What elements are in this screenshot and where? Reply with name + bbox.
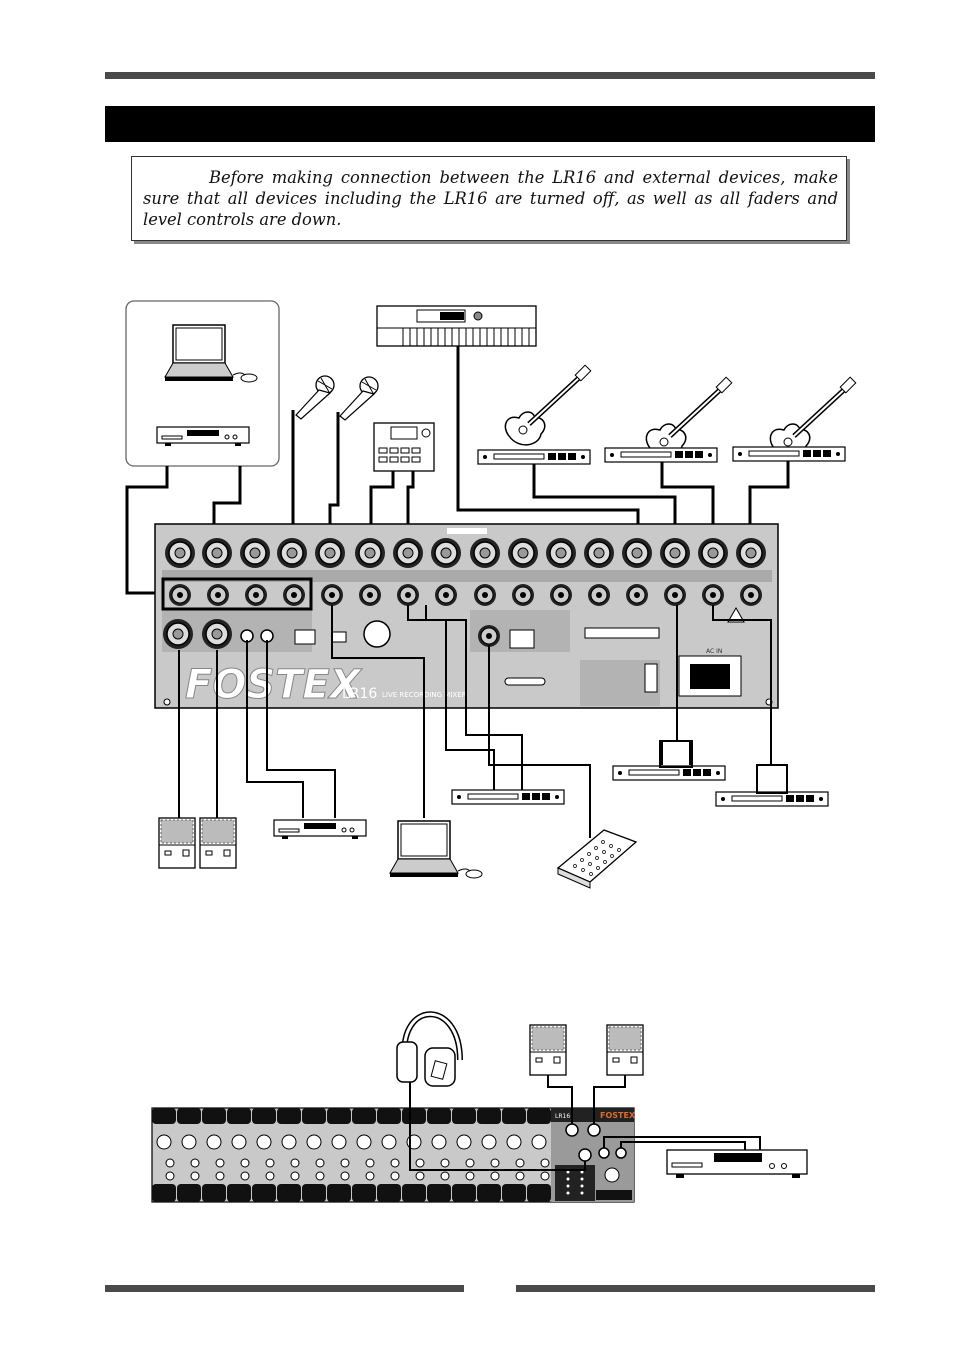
cd-recorder-icon: [273, 819, 367, 840]
synthesizer-icon: [376, 305, 537, 347]
top-console: FOSTEX LR16: [151, 1107, 636, 1203]
computer-group: [125, 300, 280, 467]
monitor-speaker-icon: [158, 817, 196, 869]
monitor-speaker-icon: [199, 817, 237, 869]
console-model: LR16: [555, 1113, 570, 1120]
footer-rule-right: [516, 1285, 875, 1292]
section-title-bar: [105, 106, 875, 142]
headphones-icon: [396, 1011, 463, 1087]
effects-processor-icon: [477, 449, 591, 465]
laptop-icon: [389, 820, 483, 879]
foot-switch-icon: [556, 829, 638, 889]
guitar-icon: [646, 377, 731, 457]
panel-model: LR16: [342, 686, 377, 702]
monitor-speaker-icon: [606, 1024, 644, 1076]
caution-text: Before making connection between the LR1…: [143, 168, 838, 229]
effects-processor-icon: [612, 765, 726, 781]
cd-recorder-icon: [666, 1149, 808, 1178]
microphone-icon: [295, 375, 335, 420]
footer-rule-left: [105, 1285, 464, 1292]
effects-processor-icon: [732, 446, 846, 462]
effects-processor-icon: [451, 789, 565, 805]
header-rule: [105, 72, 875, 79]
console-brand: FOSTEX: [600, 1111, 636, 1120]
panel-brand: FOSTEX: [185, 662, 363, 708]
jack-row: [161, 577, 763, 650]
monitor-speaker-icon: [529, 1024, 567, 1076]
ac-label: AC IN: [706, 648, 722, 655]
microphone-icon: [339, 376, 379, 421]
effects-processor-icon: [715, 791, 829, 807]
effects-processor-icon: [604, 447, 718, 463]
guitar-icon: [770, 377, 855, 457]
caution-note: Before making connection between the LR1…: [131, 156, 847, 241]
monitor-cables: [409, 1075, 761, 1171]
cd-recorder-icon: [156, 426, 250, 447]
guitar-icon: [505, 365, 590, 445]
drum-machine-icon: [373, 422, 435, 472]
